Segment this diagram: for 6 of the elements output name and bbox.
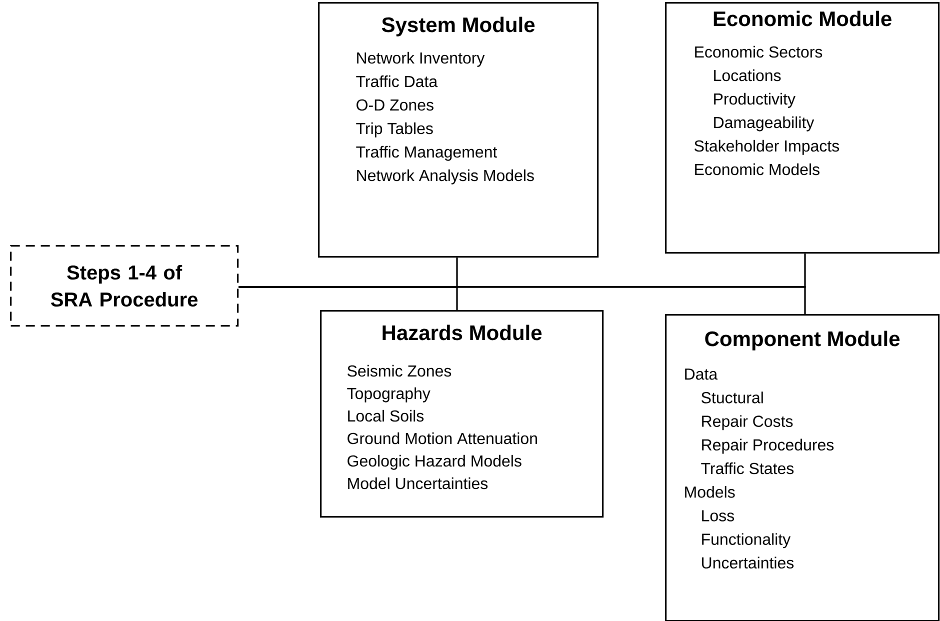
module-box: System Module Network Inventory Traffic Data O-D Zones Trip Tables Traffic Management Network Analysis Models <box>318 2 599 258</box>
module-box: Economic Module Economic Sectors Locations Productivity Damageability Stakeholder Impacts Economic Models <box>665 2 940 254</box>
module-box: Component Module Data Stuctural Repair Costs Repair Procedures Traffic States Models Loss Functionality Uncertainties <box>665 314 940 621</box>
module-box: Hazards Module Seismic Zones Topography Local Soils Ground Motion Attenuation Geologic Hazard Models Model Uncertainties <box>320 310 604 518</box>
dashed-box: Steps 1-4 of SRA Procedure <box>10 244 239 327</box>
connector-line <box>238 286 806 314</box>
